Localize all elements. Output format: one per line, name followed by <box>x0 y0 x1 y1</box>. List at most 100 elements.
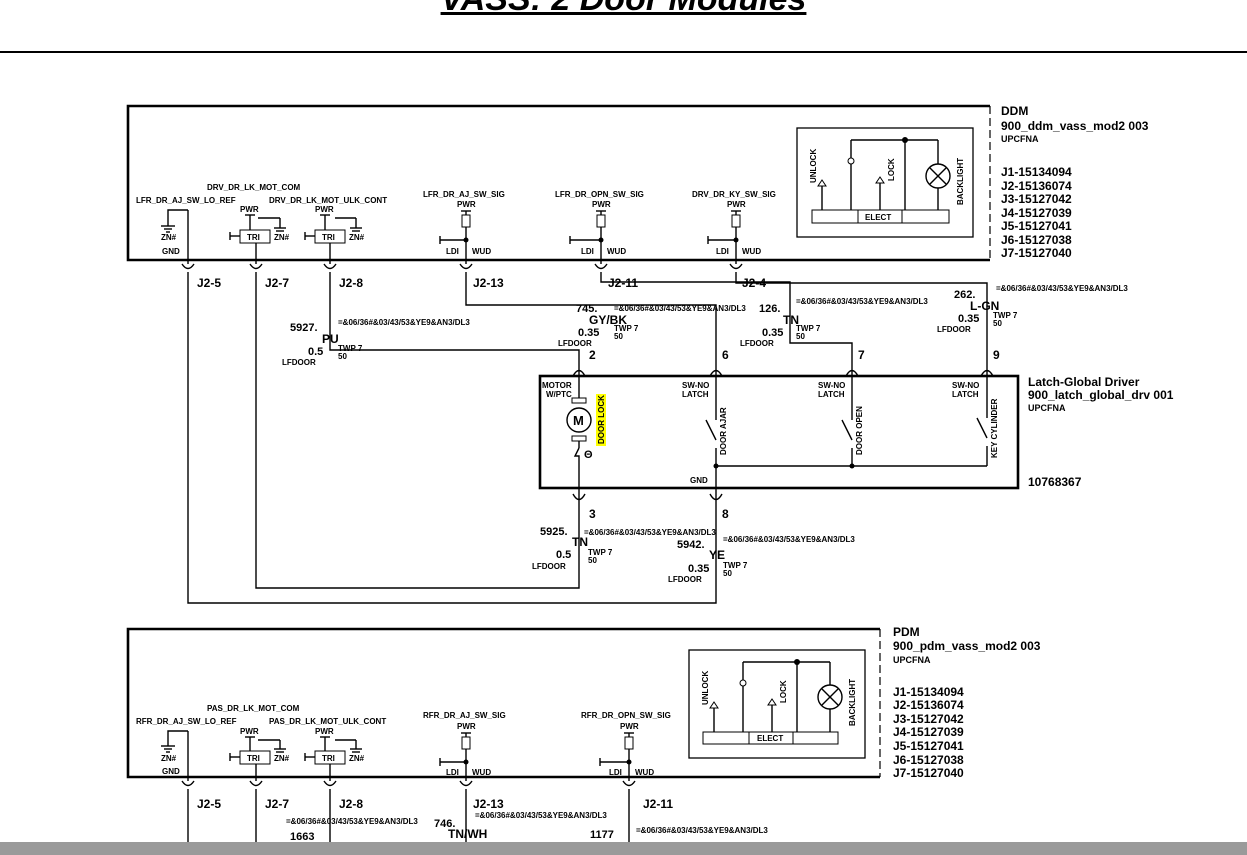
svg-text:LDI: LDI <box>581 247 594 256</box>
svg-text:PWR: PWR <box>240 205 259 214</box>
svg-text:0.35: 0.35 <box>688 563 709 575</box>
svg-text:=&06/36#&03/43/53&YE9&AN3/DL3: =&06/36#&03/43/53&YE9&AN3/DL3 <box>723 535 855 544</box>
ddm-tri-block-2: PWR TRI ZN# <box>304 205 365 264</box>
pdm-connector-symbols <box>181 780 636 842</box>
pdm-pin-j2-8: J2-8 <box>339 797 363 811</box>
ddm-unlock-label: UNLOCK <box>809 149 818 183</box>
pdm-signal-lo-ref: RFR_DR_AJ_SW_LO_REF <box>136 717 237 726</box>
svg-text:LDI: LDI <box>609 768 622 777</box>
svg-text:J3-15127042: J3-15127042 <box>1001 192 1072 206</box>
svg-text:J2-15136074: J2-15136074 <box>1001 179 1072 193</box>
latch-pin-2: 2 <box>589 348 596 362</box>
pdm-pin-j2-5: J2-5 <box>197 797 221 811</box>
svg-text:GND: GND <box>162 247 180 256</box>
latch-motor: MOTOR W/PTC M Θ DOOR LOCK <box>542 380 606 486</box>
ddm-signal-ky: DRV_DR_KY_SW_SIG <box>692 190 776 199</box>
svg-text:ZN#: ZN# <box>161 754 177 763</box>
svg-text:TRI: TRI <box>322 754 335 763</box>
pdm-connector-list: J1-15134094 J2-15136074 J3-15127042 J4-1… <box>893 685 964 780</box>
svg-text:J3-15127042: J3-15127042 <box>893 712 964 726</box>
svg-text:MOTOR: MOTOR <box>542 381 572 390</box>
bottom-scroll-bar <box>0 842 1247 855</box>
svg-text:WUD: WUD <box>472 768 491 777</box>
svg-text:LFDOOR: LFDOOR <box>740 339 774 348</box>
pdm-tri-block-1: PWR TRI ZN# <box>229 727 290 781</box>
svg-text:50: 50 <box>723 569 732 578</box>
svg-text:WUD: WUD <box>742 247 761 256</box>
ddm-module: DDM 900_ddm_vass_mod2 003 UPC FNA J1-151… <box>126 104 1149 290</box>
pdm-backlight-label: BACKLIGHT <box>848 679 857 726</box>
wire-paths <box>187 272 988 604</box>
svg-text:SW-NO: SW-NO <box>682 381 709 390</box>
svg-text:262.: 262. <box>954 289 975 301</box>
svg-text:ZN#: ZN# <box>349 233 365 242</box>
pdm-wire-746-color: TN/WH <box>448 827 487 841</box>
ddm-pin-j2-5: J2-5 <box>197 276 221 290</box>
svg-text:5942.: 5942. <box>677 539 705 551</box>
svg-text:PWR: PWR <box>620 722 639 731</box>
pdm-signal-aj: RFR_DR_AJ_SW_SIG <box>423 711 506 720</box>
svg-text:J6-15127038: J6-15127038 <box>893 753 964 767</box>
svg-text:TWP 7: TWP 7 <box>588 548 613 557</box>
svg-text:J7-15127040: J7-15127040 <box>1001 246 1072 260</box>
latch-number: 10768367 <box>1028 475 1082 489</box>
ddm-switch-panel: ELECT UNLOCK LOCK BACKLIGHT <box>796 127 974 238</box>
ddm-signal-lk-com: DRV_DR_LK_MOT_COM <box>207 183 301 192</box>
ddm-pin-j2-8: J2-8 <box>339 276 363 290</box>
ddm-ldi-block-2: PWR LDI WUD <box>569 200 626 264</box>
svg-text:SW-NO: SW-NO <box>818 381 845 390</box>
latch-pin-9: 9 <box>993 348 1000 362</box>
svg-text:5925.: 5925. <box>540 526 568 538</box>
svg-text:LFDOOR: LFDOOR <box>937 325 971 334</box>
svg-text:PWR: PWR <box>315 727 334 736</box>
svg-text:PU: PU <box>322 332 339 346</box>
svg-text:LDI: LDI <box>446 768 459 777</box>
svg-text:=&06/36#&03/43/53&YE9&AN3/DL3: =&06/36#&03/43/53&YE9&AN3/DL3 <box>614 304 746 313</box>
svg-text:ZN#: ZN# <box>274 754 290 763</box>
pdm-module: PDM 900_pdm_vass_mod2 003 UPC FNA J1-151… <box>126 625 1041 843</box>
door-lock-label: DOOR LOCK <box>597 395 606 444</box>
ddm-pin-j2-11: J2-11 <box>608 276 638 290</box>
ddm-connector-symbols <box>181 263 743 270</box>
svg-text:Θ: Θ <box>584 449 593 461</box>
pdm-ldi-block-1: PWR LDI WUD <box>439 722 491 781</box>
svg-text:PWR: PWR <box>315 205 334 214</box>
latch-pin-6: 6 <box>722 348 729 362</box>
pdm-pin-j2-13: J2-13 <box>473 797 504 811</box>
svg-text:ZN#: ZN# <box>274 233 290 242</box>
svg-text:50: 50 <box>614 332 623 341</box>
pdm-wire-746: 746. <box>434 818 455 830</box>
svg-text:LATCH: LATCH <box>682 390 709 399</box>
wire-label-5925: 5925. =&06/36#&03/43/53&YE9&AN3/DL3 TN 0… <box>532 526 716 571</box>
svg-text:0.35: 0.35 <box>762 327 783 339</box>
latch-pin-8: 8 <box>722 507 729 521</box>
svg-text:LFDOOR: LFDOOR <box>668 575 702 584</box>
svg-text:J4-15127039: J4-15127039 <box>1001 206 1072 220</box>
svg-text:KEY CYLINDER: KEY CYLINDER <box>990 398 999 458</box>
svg-text:J4-15127039: J4-15127039 <box>893 725 964 739</box>
wire-label-126: 126. =&06/36#&03/43/53&YE9&AN3/DL3 TN 0.… <box>740 297 928 348</box>
pdm-unlock-label: UNLOCK <box>701 671 710 705</box>
ddm-pin-j2-13: J2-13 <box>473 276 504 290</box>
ddm-fna: FNA <box>1020 134 1039 144</box>
svg-text:PWR: PWR <box>457 722 476 731</box>
wire-label-745: 745. =&06/36#&03/43/53&YE9&AN3/DL3 GY/BK… <box>558 303 746 348</box>
latch-upc: UPC <box>1028 403 1048 413</box>
pdm-ldi-block-2: PWR LDI WUD <box>599 722 654 781</box>
pdm-tri-block-2: PWR TRI ZN# <box>304 727 365 781</box>
svg-text:=&06/36#&03/43/53&YE9&AN3/DL3: =&06/36#&03/43/53&YE9&AN3/DL3 <box>996 284 1128 293</box>
pdm-name: PDM <box>893 625 920 639</box>
svg-text:J5-15127041: J5-15127041 <box>893 739 964 753</box>
latch-fna: FNA <box>1047 403 1066 413</box>
svg-text:PWR: PWR <box>457 200 476 209</box>
pdm-wire-1663: 1663 <box>290 831 314 843</box>
ddm-gnd-circuit: ZN# GND <box>161 209 189 264</box>
svg-text:LDI: LDI <box>716 247 729 256</box>
ddm-signal-ulk-cont: DRV_DR_LK_MOT_ULK_CONT <box>269 196 387 205</box>
svg-text:0.5: 0.5 <box>556 549 571 561</box>
page-title: VASS: 2 Door Modules <box>0 0 1247 19</box>
svg-text:TWP 7: TWP 7 <box>796 324 821 333</box>
latch-pin-3: 3 <box>589 507 596 521</box>
wire-label-262: 262. =&06/36#&03/43/53&YE9&AN3/DL3 L-GN … <box>937 284 1128 334</box>
svg-text:50: 50 <box>993 319 1002 328</box>
